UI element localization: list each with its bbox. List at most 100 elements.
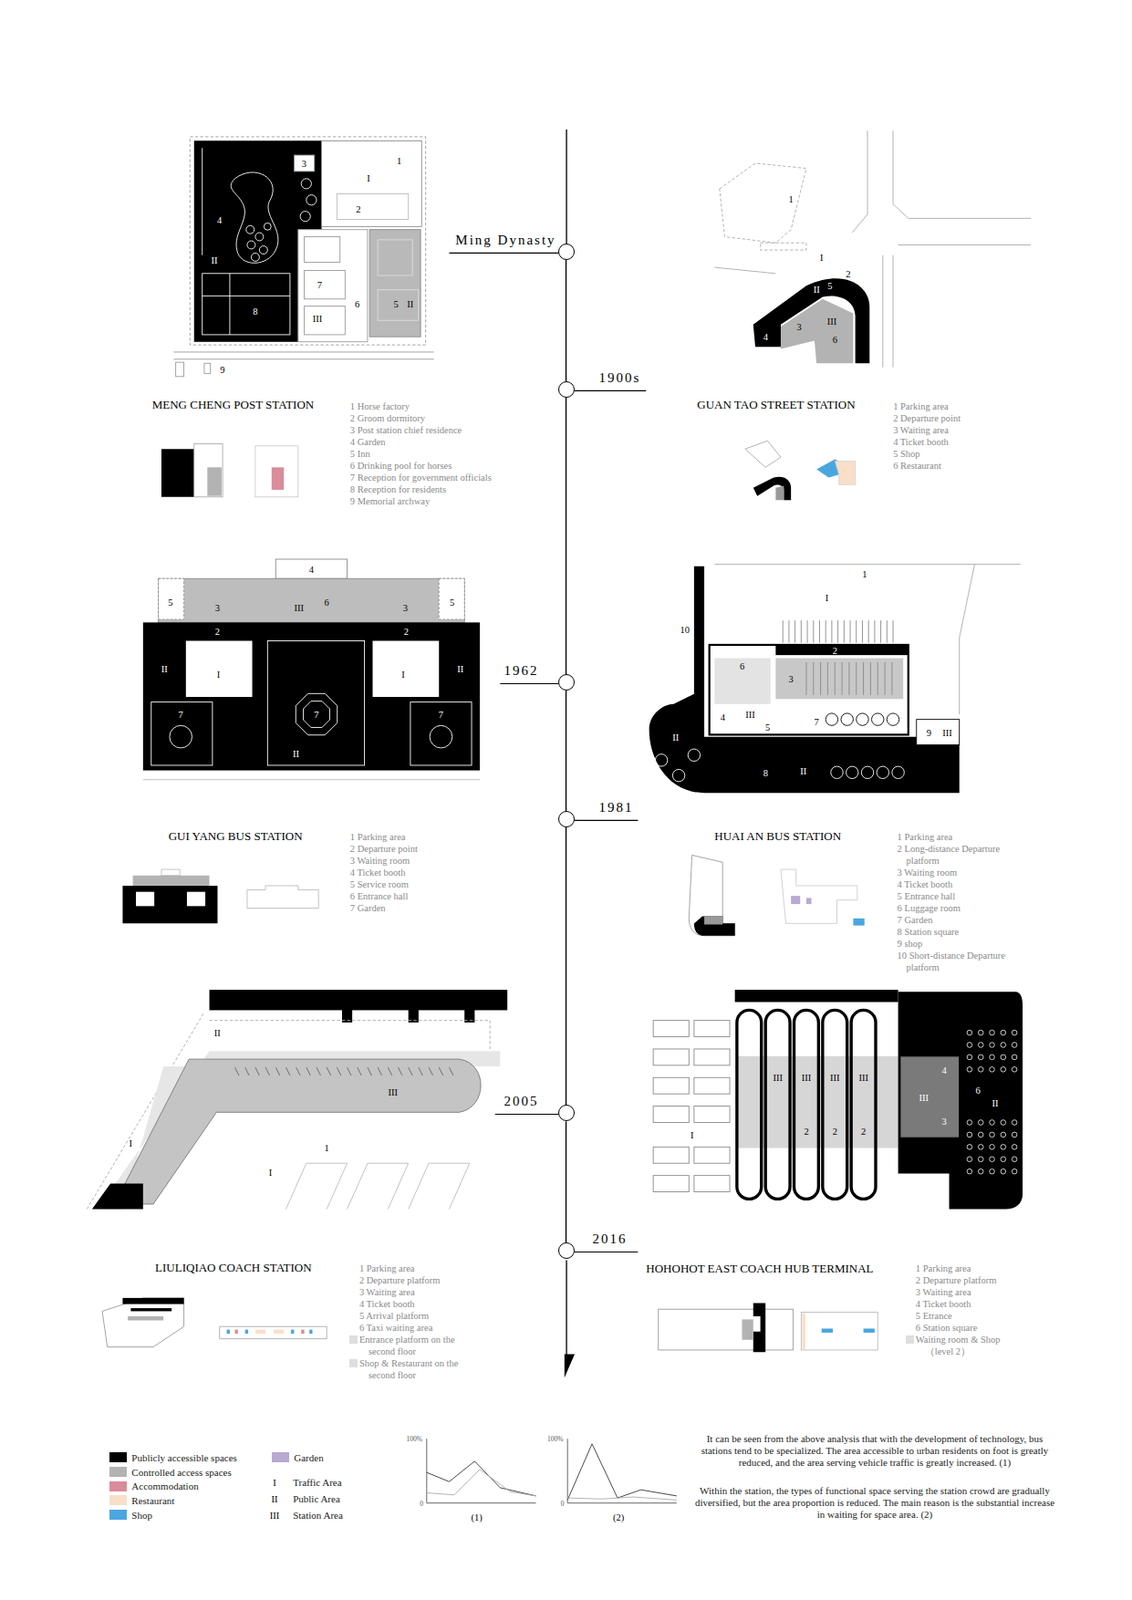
meng-cheng-plan (304, 306, 346, 335)
platform-tick (387, 1067, 392, 1076)
huai-an-thumbnail (780, 869, 858, 924)
plan-number: III (388, 1087, 399, 1098)
huai-an-plan (775, 658, 904, 700)
platform-stripe (848, 662, 850, 696)
meng-cheng-plan (300, 211, 311, 222)
tree-symbol (1000, 1144, 1007, 1151)
legend-text: Publicly accessible spaces (131, 1451, 237, 1464)
function-item: 4 Ticket booth (359, 1298, 474, 1310)
plan-number: 3 (941, 1115, 946, 1126)
platform-tick (448, 1067, 453, 1076)
liuliqiao-plan (285, 1163, 469, 1209)
station-title: HOHOHOT EAST COACH HUB TERMINAL (645, 1261, 873, 1276)
platform-stripe (812, 662, 814, 696)
meng-cheng-plan (293, 155, 314, 172)
timeline-date: 1900s (599, 370, 642, 386)
function-item: 3 Post station chief residence (350, 424, 542, 437)
plan-number: 2 (355, 204, 361, 215)
liuliqiao-plan (92, 1183, 144, 1210)
bus-lane-loop (765, 1009, 790, 1199)
liuliqiao-thumbnail (227, 1329, 230, 1334)
meng-cheng-plan (263, 222, 271, 230)
parking-stripe (861, 620, 863, 644)
gui-yang-plan (151, 702, 213, 766)
gui-yang-plan (373, 640, 440, 697)
line-chart (426, 1469, 537, 1496)
function-item: Shop & Restaurant on the second floor (359, 1357, 474, 1382)
plan-number: 9 (219, 364, 225, 375)
legend-swatch (109, 1495, 127, 1506)
hohohot-thumbnail (741, 1318, 753, 1340)
platform-stripe (877, 662, 879, 696)
line-chart (567, 1438, 677, 1503)
function-item: 4 Garden (350, 436, 542, 448)
legend-swatch (271, 1452, 290, 1463)
liuliqiao-thumbnail (255, 1329, 266, 1334)
tree-symbol (1000, 1132, 1007, 1138)
huai-an-plan (825, 713, 900, 726)
plan-number: I (272, 1476, 277, 1487)
huai-an-plan (856, 713, 869, 726)
tree-symbol (1011, 1144, 1018, 1151)
function-item: 5 Etrance (915, 1309, 1024, 1322)
hohohot-thumbnail (658, 1302, 879, 1352)
plan-number: II (214, 1028, 221, 1039)
huai-an-plan (872, 713, 884, 726)
platform-tick (275, 1067, 280, 1076)
liuliqiao-thumbnail (122, 1298, 184, 1305)
gui-yang-plan (151, 640, 472, 765)
timeline-line (565, 397, 567, 675)
plan-number: III (858, 1071, 869, 1082)
timeline-date: 1962 (504, 663, 540, 679)
parking-bay (653, 1020, 689, 1038)
tree-symbol (1011, 1054, 1018, 1060)
line-chart (426, 1461, 537, 1496)
function-item: 1 Parking area (359, 1262, 474, 1275)
meng-cheng-plan (247, 240, 256, 250)
tree-symbol (977, 1067, 984, 1073)
plan-number: I (217, 668, 221, 679)
plan-number: 1 (396, 155, 402, 166)
plan-number: 6 (975, 1085, 980, 1096)
tree-symbol (966, 1067, 973, 1073)
timeline-marker: 1900s (558, 381, 575, 398)
plan-number: 1 (861, 568, 867, 579)
gui-yang-plan (143, 622, 480, 770)
axis-label: 100% (547, 1435, 564, 1444)
tree-symbol (966, 1042, 973, 1049)
function-list: 1 Parking area2 Departure platform3 Wait… (359, 1262, 474, 1382)
function-item: 5 Shop (893, 447, 1030, 460)
gui-yang-thumbnail (133, 875, 210, 886)
plan-number: 3 (215, 602, 220, 613)
parking-bay (653, 1077, 689, 1094)
meng-cheng-plan (204, 363, 211, 374)
platform-tick (428, 1067, 433, 1076)
liuliqiao-thumbnail (309, 1329, 312, 1334)
plan-number: 4 (763, 332, 769, 343)
gui-yang-thumbnail (247, 885, 319, 909)
line-chart (426, 1438, 537, 1503)
meng-cheng-plan (230, 172, 279, 263)
huai-an-plan (892, 766, 904, 779)
gui-yang-thumbnail (122, 869, 319, 924)
gui-yang-thumbnail (135, 892, 155, 907)
legend-text: Traffic Area (292, 1475, 342, 1488)
plan-number: 8 (763, 768, 769, 779)
plan-number: III (918, 1091, 929, 1102)
liuliqiao-plan (96, 1050, 500, 1209)
huai-an-plan (886, 713, 899, 726)
huai-an-plan (709, 644, 909, 735)
platform-tick (326, 1067, 331, 1076)
guan-tao-plan (851, 130, 1031, 368)
plan-detail (235, 620, 1018, 1199)
timeline-marker: 2016 (558, 1242, 575, 1259)
parking-bay (694, 1175, 730, 1193)
meng-cheng-plan (377, 239, 413, 276)
line-chart (426, 1438, 677, 1503)
function-item: 3 Waiting area (893, 424, 1030, 437)
meng-cheng-thumbnail (161, 448, 195, 498)
legend-text: Controlled access spaces (131, 1465, 231, 1478)
timeline-line (565, 259, 567, 382)
legend-swatch (109, 1452, 127, 1463)
parking-bay (694, 1077, 730, 1094)
